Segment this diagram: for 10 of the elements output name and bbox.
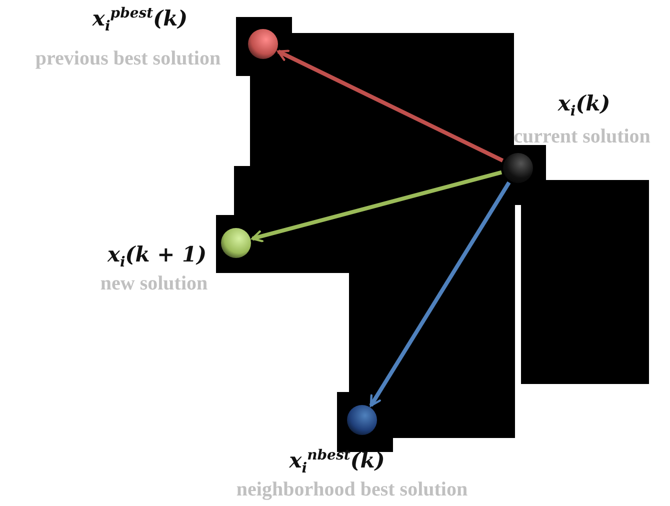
math-label: x$_{i}$(k + 1) (107, 241, 207, 271)
node-caption: neighborhood best solution (236, 478, 468, 502)
node-caption: current solution (514, 126, 650, 148)
arrow (277, 50, 504, 162)
node-caption: new solution (100, 272, 208, 296)
arrow (251, 170, 502, 242)
node-caption: previous best solution (35, 48, 221, 70)
math-label: x$_{i}$(k) (558, 90, 610, 120)
math-label: x$_{i}$$^{pbest}$(k) (92, 5, 188, 35)
arrow (369, 181, 511, 407)
